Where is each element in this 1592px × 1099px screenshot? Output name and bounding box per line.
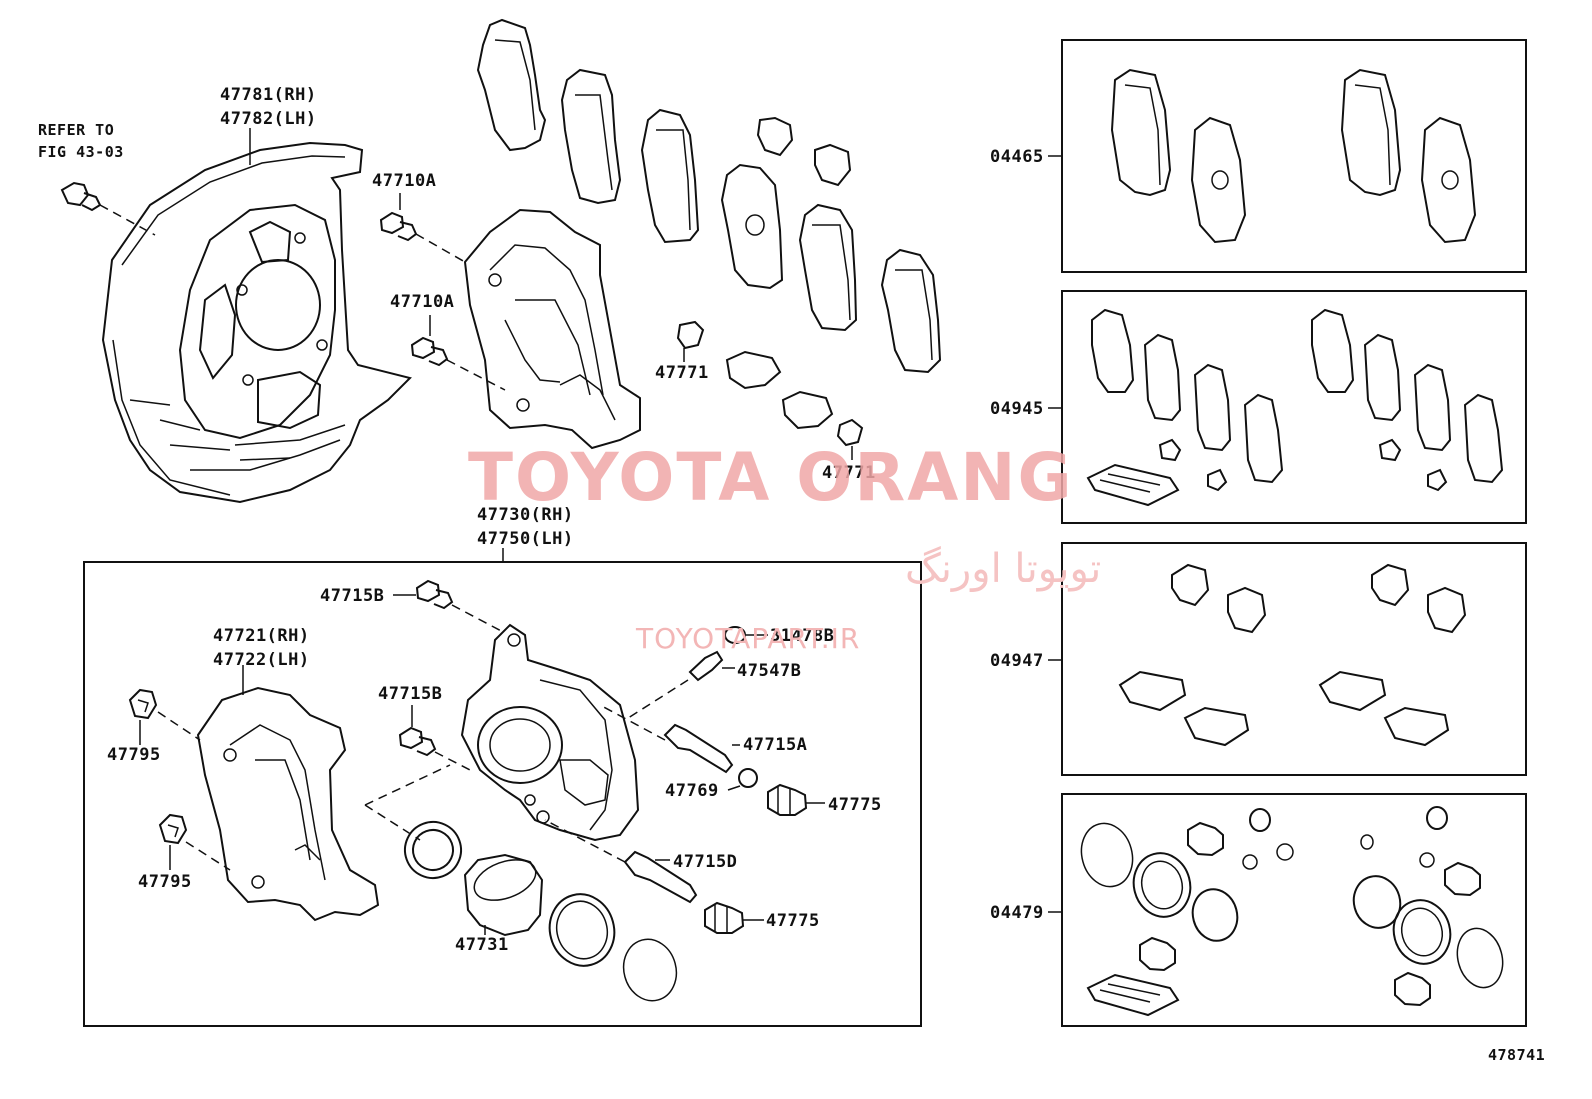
- kit-box-04945: [1061, 290, 1527, 524]
- kit-04465-pads: [1110, 68, 1477, 244]
- label-47731: 47731: [455, 935, 509, 955]
- label-47771-2: 47771: [822, 463, 876, 483]
- bolt-47710a-bottom: [410, 336, 506, 391]
- label-47771-1: 47771: [655, 363, 709, 383]
- pad-shim-group: [476, 18, 942, 447]
- kit-04947-clips: [1118, 563, 1467, 747]
- label-47782: 47782(LH): [220, 109, 317, 129]
- label-47710a-2: 47710A: [390, 292, 454, 312]
- bolt-refer-fig: [60, 181, 156, 236]
- label-47795-1: 47795: [107, 745, 161, 765]
- kit-04479-seals: [1080, 806, 1504, 1017]
- slide-pin-47715a: [599, 704, 740, 774]
- label-47775-1: 47775: [828, 795, 882, 815]
- label-31478b: 31478B: [770, 626, 834, 646]
- washer-47795-top: [128, 688, 201, 741]
- boot-47775-top: [767, 783, 825, 816]
- label-47715d: 47715D: [673, 852, 737, 872]
- label-47722: 47722(LH): [213, 650, 310, 670]
- label-47775-2: 47775: [766, 911, 820, 931]
- bolt-47715b-mid: [398, 726, 471, 771]
- kit-box-04479: [1061, 793, 1527, 1027]
- figure-number: 478741: [1488, 1046, 1545, 1064]
- kit-label-04465: 04465: [990, 147, 1044, 167]
- label-47781: 47781(RH): [220, 85, 317, 105]
- label-47715b-2: 47715B: [378, 684, 442, 704]
- watermark-brand-fa: تویوتا اورنگ: [905, 546, 1101, 592]
- label-47769: 47769: [665, 781, 719, 801]
- kit-box-04465: [1061, 39, 1527, 273]
- label-47721: 47721(RH): [213, 626, 310, 646]
- label-47730: 47730(RH): [477, 505, 574, 525]
- refer-to-line1: REFER TO: [38, 121, 114, 139]
- caliper-mount-upper: [463, 208, 641, 450]
- caliper-bracket-47721: [196, 686, 380, 922]
- bleeder-screw-47547b: [624, 650, 735, 721]
- label-47795-2: 47795: [138, 872, 192, 892]
- refer-to-line2: FIG 43-03: [38, 143, 124, 161]
- label-47710a-1: 47710A: [372, 171, 436, 191]
- kit-04945-shims: [1086, 308, 1504, 507]
- label-47715b-1: 47715B: [320, 586, 384, 606]
- bushing-47769: [727, 768, 758, 791]
- boot-47775-bottom: [704, 901, 764, 934]
- bolt-47710a-top: [379, 211, 466, 263]
- slide-pin-47715d: [544, 819, 698, 904]
- kit-label-04947: 04947: [990, 651, 1044, 671]
- caliper-body-47730: [460, 623, 640, 842]
- bolt-47715b-top: [415, 579, 506, 634]
- piston-seal-group: [364, 764, 678, 1002]
- kit-label-04945: 04945: [990, 399, 1044, 419]
- watermark-site: TOYOTAPART.IR: [635, 622, 860, 655]
- washer-47795-bottom: [158, 813, 231, 871]
- kit-box-04947: [1061, 542, 1527, 776]
- watermark-brand: TOYOTA ORANG: [468, 439, 1074, 516]
- label-47750: 47750(LH): [477, 529, 574, 549]
- dust-cover-47781: [101, 141, 412, 504]
- label-47715a: 47715A: [743, 735, 807, 755]
- label-47547b: 47547B: [737, 661, 801, 681]
- kit-label-04479: 04479: [990, 903, 1044, 923]
- bleeder-cap-31478b: [724, 626, 768, 644]
